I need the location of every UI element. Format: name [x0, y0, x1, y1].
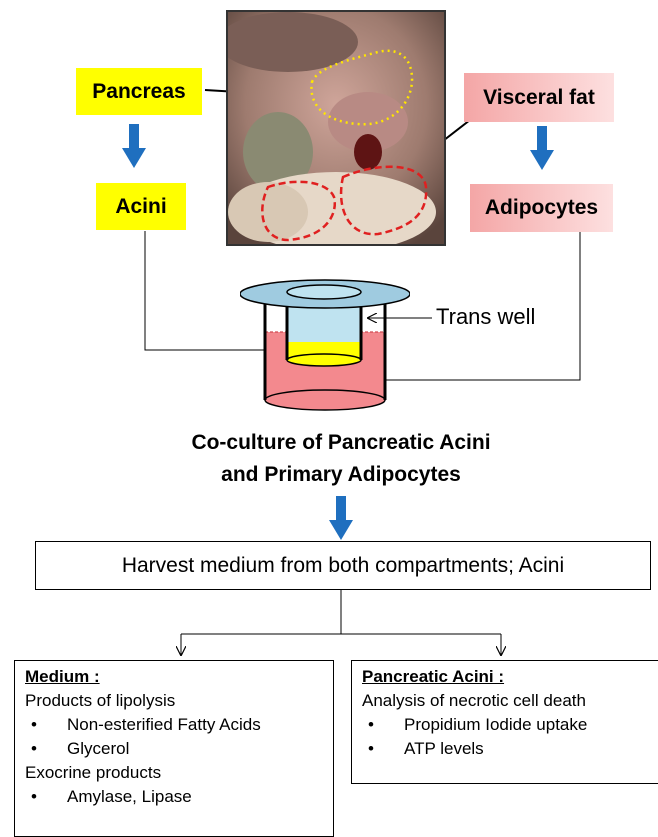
- medium-panel: Medium : Products of lipolysis •Non-este…: [14, 660, 334, 837]
- visceral-fat-label: Visceral fat: [464, 73, 614, 122]
- dissection-photo: [226, 10, 446, 246]
- acini-section-necrosis: Analysis of necrotic cell death: [362, 689, 658, 713]
- adipocytes-label: Adipocytes: [470, 184, 613, 232]
- pancreas-down-arrow: [122, 124, 146, 168]
- acini-panel-header: Pancreatic Acini :: [362, 665, 658, 689]
- list-item: •Amylase, Lipase: [25, 785, 333, 809]
- acini-label: Acini: [96, 183, 186, 230]
- trans-well-label: Trans well: [436, 304, 535, 330]
- pancreas-label: Pancreas: [76, 68, 202, 115]
- harvest-box: Harvest medium from both compartments; A…: [35, 541, 651, 590]
- list-item: •Propidium Iodide uptake: [362, 713, 658, 737]
- dissection-photo-illustration: [228, 12, 444, 244]
- coculture-down-arrow: [329, 496, 353, 540]
- list-item: •ATP levels: [362, 737, 658, 761]
- visceral-fat-down-arrow: [530, 126, 554, 170]
- coculture-title-line1: Co-culture of Pancreatic Acini: [100, 427, 582, 459]
- medium-section-lipolysis: Products of lipolysis: [25, 689, 333, 713]
- acini-panel: Pancreatic Acini : Analysis of necrotic …: [351, 660, 658, 784]
- medium-panel-header: Medium :: [25, 665, 333, 689]
- list-item: •Glycerol: [25, 737, 333, 761]
- list-item: •Non-esterified Fatty Acids: [25, 713, 333, 737]
- transwell-illustration: [240, 272, 410, 416]
- coculture-title-line2: and Primary Adipocytes: [100, 459, 582, 491]
- medium-section-exocrine: Exocrine products: [25, 761, 333, 785]
- coculture-title: Co-culture of Pancreatic Acini and Prima…: [100, 427, 582, 491]
- kidney-shape: [354, 134, 382, 170]
